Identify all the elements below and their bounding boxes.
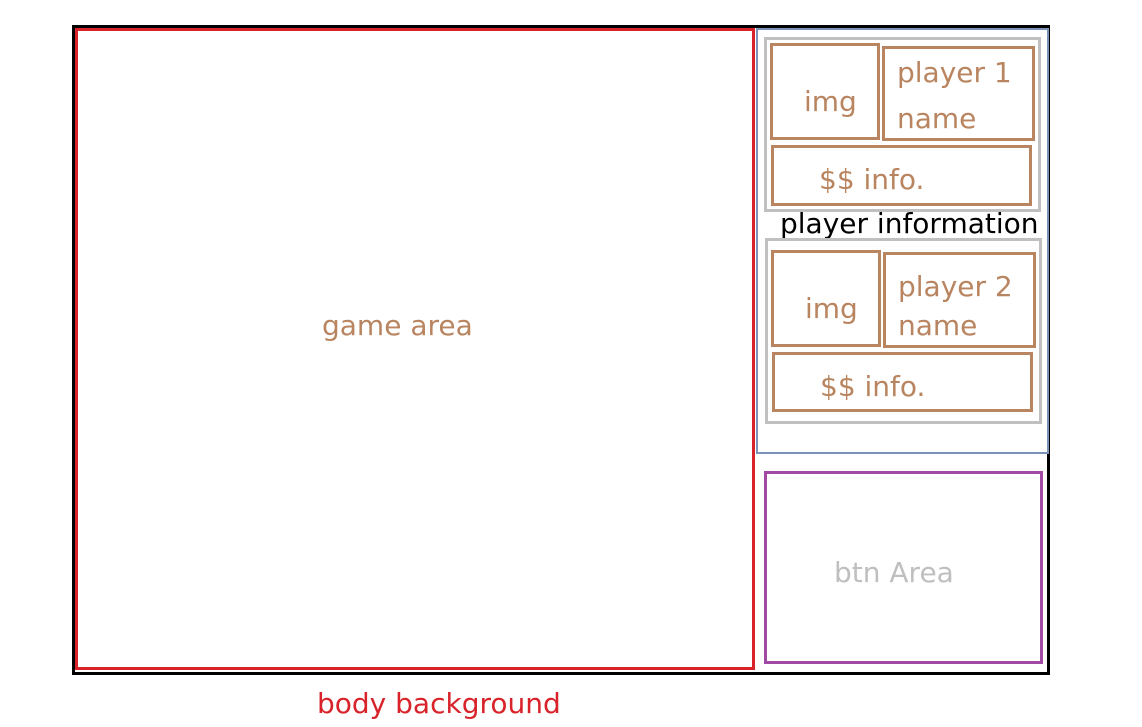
player-2-name-line2: name — [898, 309, 978, 342]
player-1-info-label: $$ info. — [819, 163, 925, 196]
game-area-box — [75, 28, 755, 670]
player-2-info-label: $$ info. — [820, 370, 926, 403]
player-1-img-box — [770, 43, 880, 140]
game-area-label: game area — [322, 309, 473, 342]
btn-area-label: btn Area — [834, 556, 954, 589]
player-2-name-line1: player 2 — [898, 270, 1013, 303]
player-2-card — [765, 238, 1042, 424]
player-2-info-box — [772, 352, 1033, 412]
player-1-name-line1: player 1 — [897, 56, 1012, 89]
player-information-label: player information — [780, 207, 1039, 240]
player-1-info-box — [771, 145, 1032, 206]
player-2-img-label: img — [805, 292, 858, 325]
player-1-name-line2: name — [897, 102, 977, 135]
player-information-box — [756, 28, 1049, 454]
body-background-label: body background — [317, 687, 561, 720]
player-1-name-box — [882, 46, 1035, 141]
btn-area-box — [764, 471, 1043, 664]
player-1-card — [764, 37, 1041, 212]
player-2-name-box — [883, 252, 1036, 348]
player-2-img-box — [771, 250, 881, 347]
player-1-img-label: img — [804, 85, 857, 118]
